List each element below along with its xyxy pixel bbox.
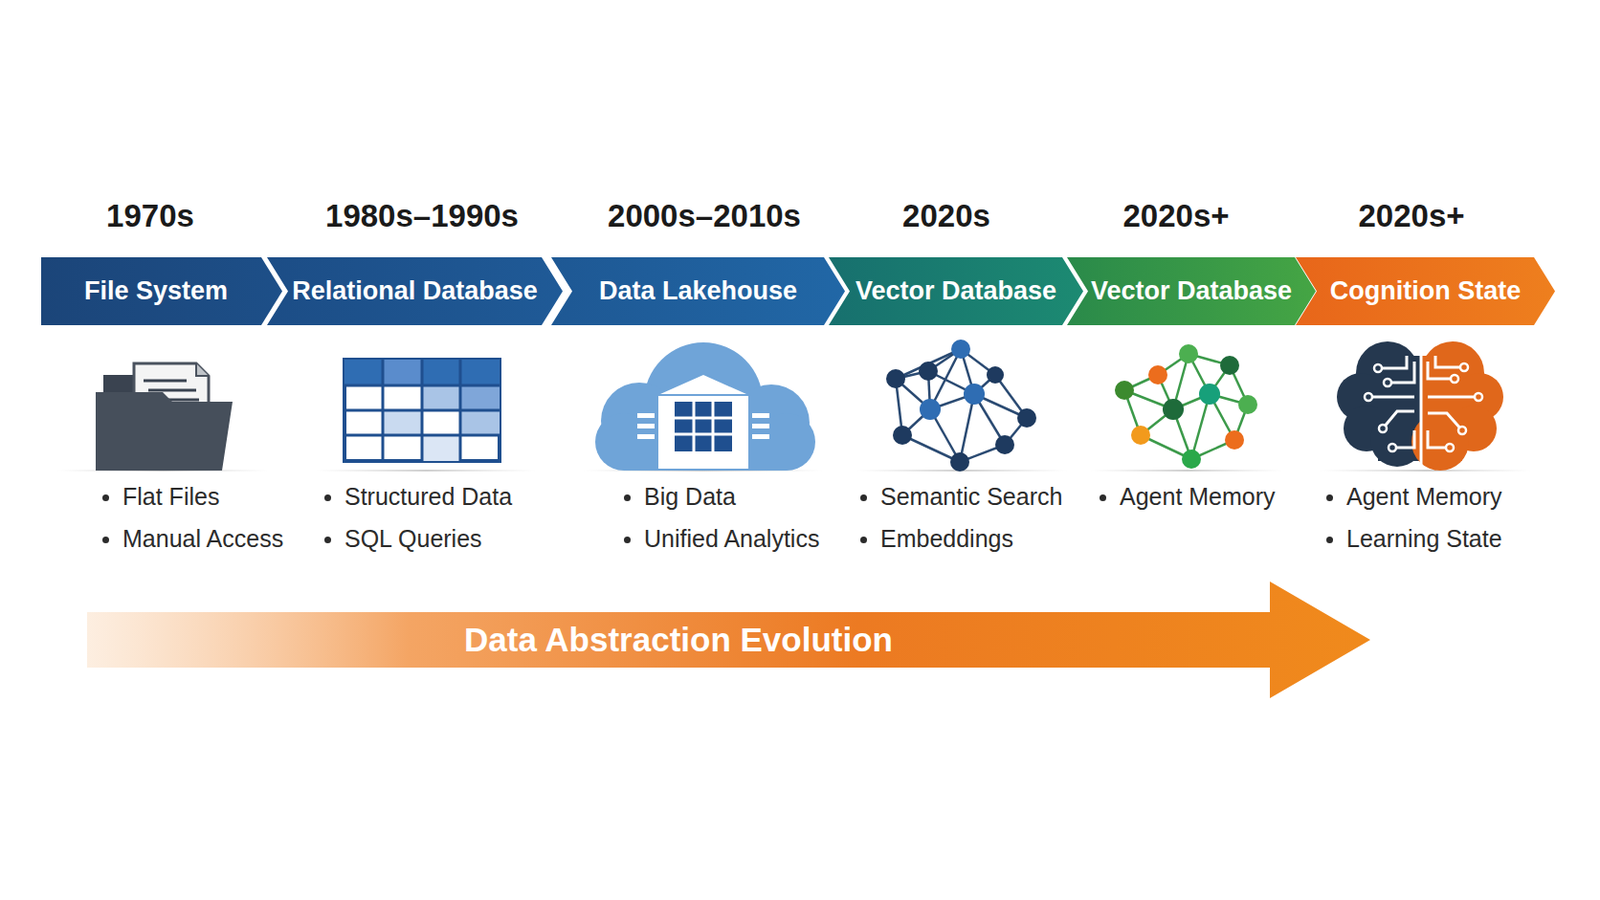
era-name: Vector Database — [1090, 276, 1292, 307]
era-year: 2000s–2010s — [607, 198, 801, 235]
era-chevron: File System — [41, 257, 283, 326]
bullet-dot — [102, 536, 110, 544]
ground-lines — [57, 469, 1532, 472]
feature-bullet: Agent Memory — [1099, 483, 1276, 512]
lakehouse-cloud-icon — [595, 342, 816, 471]
shape-outline — [828, 257, 1084, 326]
feature-bullet: Unified Analytics — [623, 525, 820, 554]
feature-bullet: Semantic Search — [860, 483, 1063, 512]
arrow-label: Data Abstraction Evolution — [464, 621, 893, 660]
era-name: Vector Database — [855, 276, 1057, 307]
era-year: 1970s — [106, 198, 195, 235]
era-chevron: Vector Database — [828, 257, 1084, 326]
era-name: File System — [84, 276, 228, 307]
era-chevron: Vector Database — [1066, 257, 1316, 326]
shape-text-box: Data Abstraction Evolution — [87, 581, 1270, 699]
bullet-dot — [1326, 536, 1334, 544]
brain-icon — [1336, 341, 1504, 471]
shape-outline — [551, 257, 845, 326]
era-chevron: Data Lakehouse — [551, 257, 845, 326]
shape-outline — [1066, 257, 1316, 326]
shape-text-box: Data Lakehouse — [562, 257, 834, 326]
feature-bullet: Big Data — [623, 483, 736, 512]
network-icon — [886, 339, 1037, 472]
bullet-text: Semantic Search — [880, 483, 1063, 512]
folder-icon — [95, 363, 233, 471]
bullet-dot — [1099, 494, 1107, 502]
bullet-text: Manual Access — [122, 525, 284, 554]
agent-network-icon — [1114, 344, 1258, 469]
evolution-arrow: Data Abstraction Evolution — [87, 581, 1371, 699]
shape-outline — [41, 257, 283, 326]
shape-text-box: Vector Database — [840, 257, 1072, 326]
bullet-text: Learning State — [1346, 525, 1503, 554]
bullet-text: Flat Files — [122, 483, 220, 512]
feature-bullet: Embeddings — [860, 525, 1014, 554]
bullet-dot — [860, 536, 867, 544]
shape-outline — [87, 581, 1371, 699]
bullet-text: Agent Memory — [1119, 483, 1276, 512]
era-name: Data Lakehouse — [599, 276, 798, 307]
bullet-text: Unified Analytics — [644, 525, 820, 554]
shape-text-box: Vector Database — [1078, 257, 1305, 326]
era-year: 2020s — [902, 198, 991, 235]
bullet-dot — [623, 536, 631, 544]
bullet-text: Structured Data — [344, 483, 512, 512]
era-name: Cognition State — [1330, 276, 1521, 307]
feature-bullet: Manual Access — [102, 525, 284, 554]
bullet-dot — [102, 494, 110, 502]
feature-bullet: Structured Data — [324, 483, 512, 512]
era-chevron: Relational Database — [266, 257, 563, 326]
bullet-text: Embeddings — [880, 525, 1014, 554]
shape-text-box: Relational Database — [278, 257, 552, 326]
table-icon — [344, 359, 500, 462]
feature-bullet: Flat Files — [102, 483, 220, 512]
feature-bullet: Learning State — [1326, 525, 1503, 554]
shape-text-box: Cognition State — [1307, 257, 1544, 326]
bullet-text: SQL Queries — [344, 525, 483, 554]
bullet-text: Agent Memory — [1346, 483, 1503, 512]
bullet-dot — [1326, 494, 1334, 502]
era-year: 2020s+ — [1357, 198, 1465, 235]
era-year: 1980s–1990s — [325, 198, 519, 235]
bullet-dot — [860, 494, 867, 502]
bullet-dot — [324, 536, 332, 544]
bullet-dot — [324, 494, 332, 502]
shape-text-box: File System — [41, 257, 271, 326]
era-year: 2020s+ — [1122, 198, 1229, 235]
shape-outline — [266, 257, 563, 326]
bullet-dot — [623, 494, 631, 502]
era-name: Relational Database — [291, 276, 538, 307]
bullet-text: Big Data — [644, 483, 736, 512]
feature-bullet: Agent Memory — [1326, 483, 1503, 512]
era-chevron: Cognition State — [1295, 257, 1556, 326]
feature-bullet: SQL Queries — [324, 525, 483, 554]
shape-outline — [1295, 257, 1556, 326]
